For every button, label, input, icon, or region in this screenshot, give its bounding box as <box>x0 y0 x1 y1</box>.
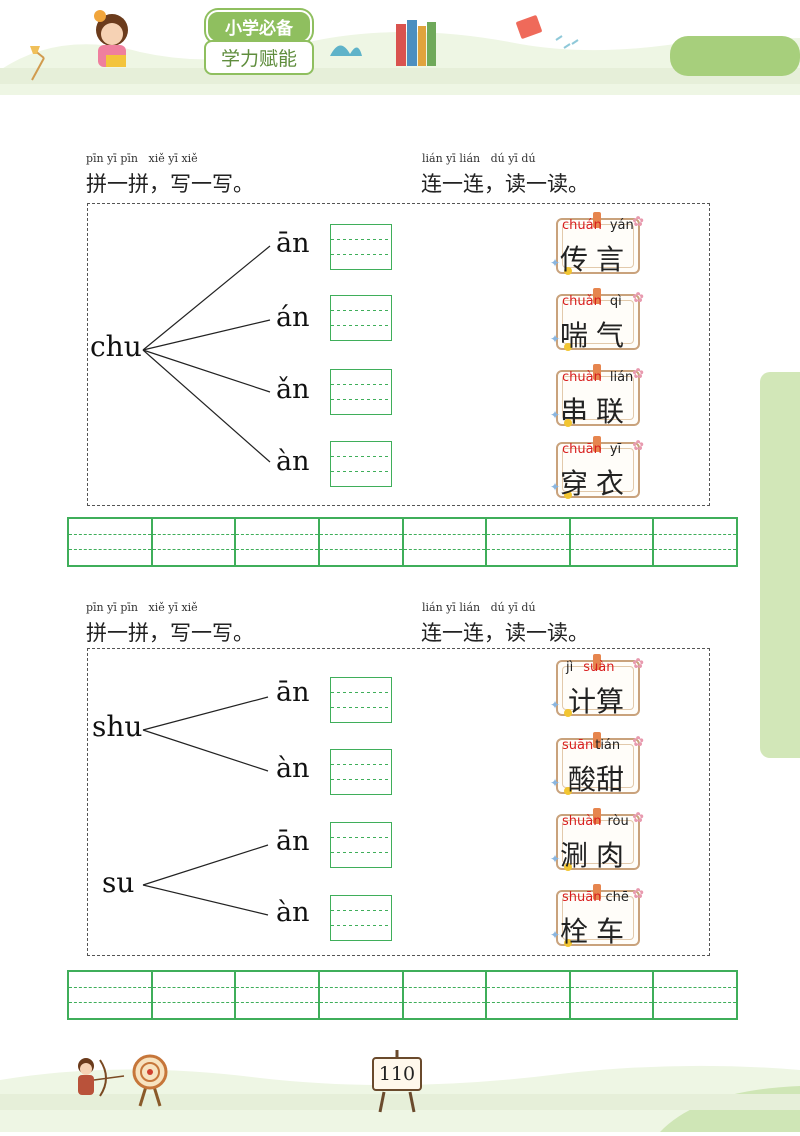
page-footer <box>0 1040 800 1132</box>
final-syllable: ān <box>276 677 310 708</box>
word-characters: 计算 <box>567 685 624 718</box>
answer-writing-box[interactable] <box>330 749 392 795</box>
final-syllable: án <box>276 302 310 333</box>
exercise-frame <box>87 648 710 956</box>
initial-syllable: su <box>102 866 135 899</box>
answer-writing-box[interactable] <box>330 295 392 341</box>
final-syllable: ān <box>276 826 310 857</box>
girl-reading-icon <box>94 10 128 67</box>
word-pinyin: jì <box>566 660 574 675</box>
word-characters: 喘气 <box>559 319 632 352</box>
word-pinyin: lián <box>609 370 634 385</box>
word-pinyin: chuān <box>562 442 602 457</box>
flying-book-icon <box>516 15 579 49</box>
word-characters: 传言 <box>559 243 632 276</box>
instruction-pinyin-right: lián yī lián dú yī dú <box>422 601 536 614</box>
instruction-title-left: 拼一拼，写一写。 <box>86 172 254 196</box>
books-icon <box>396 20 436 66</box>
answer-writing-box[interactable] <box>330 369 392 415</box>
final-syllable: àn <box>276 897 310 928</box>
word-pinyin: suān <box>562 738 594 753</box>
archer-icon <box>78 1058 125 1097</box>
instruction-title-right: 连一连，读一读。 <box>421 621 589 645</box>
word-pinyin: qì <box>609 294 622 309</box>
answer-writing-box[interactable] <box>330 895 392 941</box>
word-pinyin: shuàn <box>562 814 602 829</box>
instruction-title-left: 拼一拼，写一写。 <box>86 621 254 645</box>
answer-writing-box[interactable] <box>330 224 392 270</box>
leaf-icon <box>330 45 362 56</box>
footer-illustration <box>0 1050 800 1132</box>
answer-writing-box[interactable] <box>330 677 392 723</box>
final-syllable: ān <box>276 228 310 259</box>
answer-writing-box[interactable] <box>330 822 392 868</box>
header-illustration <box>0 10 800 95</box>
target-icon <box>132 1054 168 1107</box>
word-pinyin: chuàn <box>562 370 602 385</box>
page-number: 110 <box>372 1057 422 1091</box>
word-pinyin: yán <box>609 218 634 233</box>
series-badge: 小学必备 <box>206 10 312 43</box>
writing-grid[interactable] <box>67 970 738 1020</box>
exercise-frame <box>87 203 710 506</box>
easel-icon <box>378 1050 416 1113</box>
final-syllable: àn <box>276 753 310 784</box>
page-header: 小学必备 学力赋能 <box>0 0 800 95</box>
word-pinyin: chuǎn <box>562 294 602 309</box>
writing-grid[interactable] <box>67 517 738 567</box>
word-pinyin: shuān <box>562 890 602 905</box>
word-pinyin: chē <box>605 890 629 905</box>
word-characters: 穿衣 <box>559 467 632 500</box>
initial-syllable: chu <box>90 330 142 363</box>
word-pinyin: ròu <box>607 814 629 829</box>
series-subtitle-badge: 学力赋能 <box>204 40 314 75</box>
lamp-icon <box>30 46 45 81</box>
word-pinyin: chuán <box>562 218 602 233</box>
word-characters: 酸甜 <box>567 763 624 796</box>
word-characters: 串联 <box>559 395 632 428</box>
final-syllable: ǎn <box>276 374 310 405</box>
answer-writing-box[interactable] <box>330 441 392 487</box>
word-characters: 栓车 <box>559 915 632 948</box>
instruction-pinyin-right: lián yī lián dú yī dú <box>422 152 536 165</box>
initial-syllable: shu <box>92 710 143 743</box>
instruction-pinyin-left: pīn yī pīn xiě yī xiě <box>86 601 198 614</box>
word-characters: 涮肉 <box>559 839 632 872</box>
word-pinyin: tián <box>595 738 621 753</box>
word-pinyin: suàn <box>583 660 615 675</box>
word-pinyin: yī <box>609 442 622 457</box>
side-tab <box>760 372 800 758</box>
final-syllable: àn <box>276 446 310 477</box>
instruction-title-right: 连一连，读一读。 <box>421 172 589 196</box>
instruction-pinyin-left: pīn yī pīn xiě yī xiě <box>86 152 198 165</box>
